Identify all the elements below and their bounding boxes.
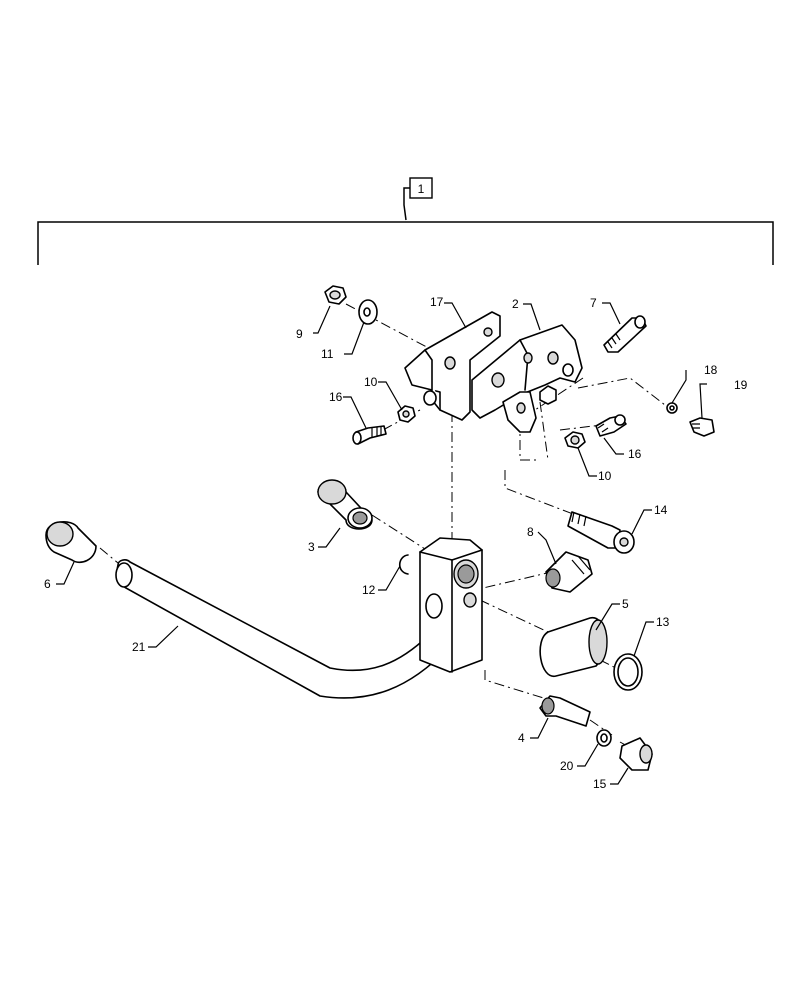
- washer-20: [596, 729, 612, 747]
- callout-12: 12: [362, 583, 376, 597]
- handle-tube-21: [115, 559, 449, 699]
- leader-lines: [56, 302, 707, 785]
- end-cap-6: [45, 521, 97, 564]
- bolt-16-right: [595, 414, 627, 437]
- callout-5: 5: [622, 597, 629, 611]
- callout-3: 3: [308, 540, 315, 554]
- callout-16-left: 16: [329, 390, 343, 404]
- bolt-7: [603, 315, 647, 353]
- washer-18: [666, 402, 678, 414]
- hex-nut-9: [324, 285, 347, 305]
- callout-14: 14: [654, 503, 668, 517]
- retaining-ring-13: [613, 653, 643, 691]
- callout-18: 18: [704, 363, 718, 377]
- callout-19: 19: [734, 378, 748, 392]
- nut-10-upper: [397, 405, 416, 423]
- bolt-14: [567, 511, 635, 554]
- callout-4: 4: [518, 731, 525, 745]
- callout-16-right: 16: [628, 447, 642, 461]
- nut-10-right: [564, 431, 586, 449]
- hinge-block: [419, 537, 483, 673]
- callout-15: 15: [593, 777, 607, 791]
- callout-8: 8: [527, 525, 534, 539]
- callout-20: 20: [560, 759, 574, 773]
- assembly-bracket: 1: [37, 177, 774, 265]
- bushing-3: [317, 479, 373, 530]
- callout-6: 6: [44, 577, 51, 591]
- washer-11: [358, 299, 378, 325]
- callout-11: 11: [321, 347, 334, 361]
- sleeve-5: [539, 617, 608, 677]
- hinge-bracket-2: [471, 324, 583, 433]
- fitting-8: [545, 551, 593, 593]
- bolt-16-left: [352, 425, 387, 445]
- callout-17: 17: [430, 295, 444, 309]
- callout-2: 2: [512, 297, 519, 311]
- screw-19: [689, 417, 715, 437]
- callout-10-upper: 10: [364, 375, 378, 389]
- callout-7: 7: [590, 296, 597, 310]
- callout-10-right: 10: [598, 469, 612, 483]
- callout-21: 21: [132, 640, 146, 654]
- pin-4: [539, 695, 591, 727]
- assembly-label: 1: [418, 182, 425, 196]
- callout-labels: 9 11 17 2 7 10 16 18 19 16 10 14 8 3 6 1…: [44, 295, 748, 791]
- hinge-bracket-17: [404, 311, 501, 421]
- snap-ring-12: [398, 554, 409, 575]
- callout-13: 13: [656, 615, 670, 629]
- callout-9: 9: [296, 327, 303, 341]
- cap-15: [619, 737, 653, 771]
